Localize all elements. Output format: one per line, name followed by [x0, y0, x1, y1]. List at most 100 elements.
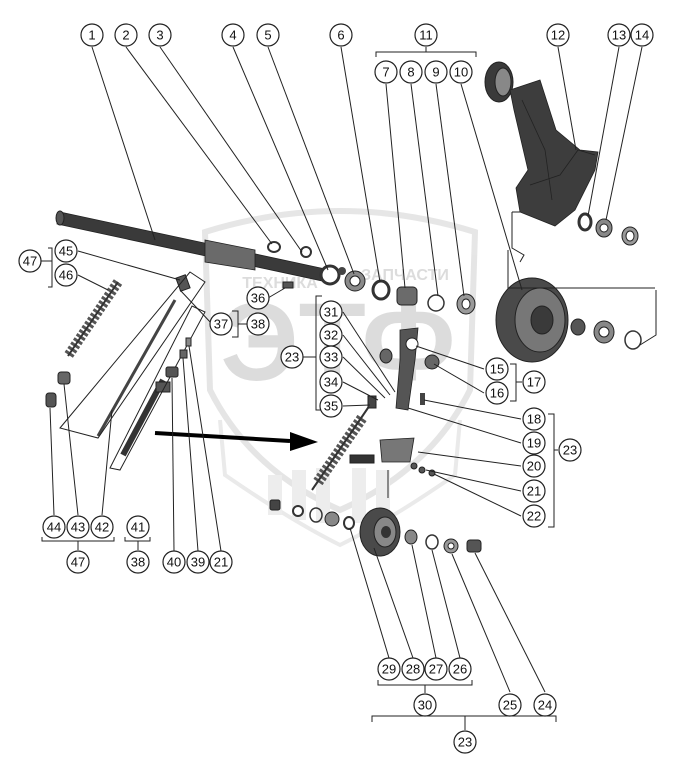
svg-text:43: 43: [71, 520, 85, 535]
svg-text:39: 39: [191, 555, 205, 570]
bracket-link: [511, 211, 525, 263]
callout-47-bottom: 47: [66, 550, 90, 574]
pin-part: [185, 337, 192, 347]
svg-text:30: 30: [418, 698, 432, 713]
svg-text:46: 46: [59, 268, 73, 283]
callout-8: 8: [399, 60, 423, 84]
nut-part: [338, 267, 346, 275]
nut-part: [367, 395, 377, 409]
sleeve-part: [396, 286, 418, 306]
svg-text:21: 21: [527, 484, 541, 499]
callout-7: 7: [374, 60, 398, 84]
bracket-link: [639, 290, 657, 346]
bearing-part: [324, 511, 340, 527]
circlip-part: [427, 294, 445, 312]
bearing-part: [570, 318, 586, 336]
circlip-part: [425, 534, 439, 550]
callout-24: 24: [533, 693, 557, 717]
callout-40: 40: [162, 550, 186, 574]
svg-text:47: 47: [71, 555, 85, 570]
svg-text:23: 23: [458, 735, 472, 750]
bracket-box: [109, 305, 206, 471]
svg-text:28: 28: [406, 662, 420, 677]
rod-part: [96, 299, 177, 437]
bracket-box: [59, 271, 206, 439]
callout-33: 33: [319, 345, 343, 369]
leader-lines: [40, 46, 643, 730]
svg-text:4: 4: [229, 28, 236, 43]
washer-part: [267, 241, 281, 253]
pin-part: [420, 393, 425, 405]
svg-text:2: 2: [122, 28, 129, 43]
direction-arrow: [154, 431, 291, 443]
callout-38-bottom: 38: [126, 550, 150, 574]
bracket-part: [379, 437, 415, 463]
callout-37: 37: [209, 312, 233, 336]
svg-text:33: 33: [324, 350, 338, 365]
callout-39: 39: [186, 550, 210, 574]
callout-21-right: 21: [522, 479, 546, 503]
bushing-part: [379, 348, 393, 364]
svg-text:9: 9: [432, 65, 439, 80]
callout-15: 15: [485, 357, 509, 381]
bushing-part: [577, 212, 593, 232]
washer-part: [300, 246, 312, 258]
washer-part: [410, 462, 418, 470]
nut-part: [269, 499, 281, 511]
svg-text:10: 10: [454, 65, 468, 80]
callout-5: 5: [256, 23, 280, 47]
callout-47-top: 47: [18, 249, 42, 273]
callout-45: 45: [54, 239, 78, 263]
callout-22: 22: [522, 504, 546, 528]
washer-part: [179, 349, 188, 359]
callout-28: 28: [401, 657, 425, 681]
callout-31: 31: [319, 300, 343, 324]
svg-text:23: 23: [285, 350, 299, 365]
svg-text:8: 8: [407, 65, 414, 80]
callout-3: 3: [148, 23, 172, 47]
callout-17: 17: [522, 370, 546, 394]
callout-32: 32: [319, 323, 343, 347]
svg-text:6: 6: [337, 28, 344, 43]
spring-seat-part: [175, 274, 191, 292]
pin-part: [282, 281, 294, 289]
svg-text:15: 15: [490, 362, 504, 377]
callout-34: 34: [319, 370, 343, 394]
svg-text:37: 37: [214, 317, 228, 332]
callout-group: 1 2 3 4 5 6 11 7 8 9 10 12 13 14 47 45 4…: [18, 23, 654, 754]
svg-text:16: 16: [490, 386, 504, 401]
svg-text:38: 38: [131, 555, 145, 570]
svg-text:41: 41: [131, 520, 145, 535]
svg-text:17: 17: [527, 375, 541, 390]
svg-text:25: 25: [503, 698, 517, 713]
svg-text:14: 14: [635, 28, 649, 43]
svg-text:32: 32: [324, 328, 338, 343]
svg-text:18: 18: [527, 412, 541, 427]
callout-35: 35: [319, 394, 343, 418]
svg-text:34: 34: [324, 375, 338, 390]
svg-text:3: 3: [156, 28, 163, 43]
callout-43: 43: [66, 515, 90, 539]
callout-23-bottom: 23: [453, 730, 477, 754]
callout-1: 1: [80, 23, 104, 47]
svg-text:27: 27: [429, 662, 443, 677]
callout-42: 42: [90, 515, 114, 539]
svg-text:12: 12: [551, 28, 565, 43]
svg-text:45: 45: [59, 244, 73, 259]
bearing-part: [404, 529, 418, 545]
callout-19: 19: [522, 431, 546, 455]
svg-text:36: 36: [251, 291, 265, 306]
bolt-part: [349, 454, 375, 464]
callout-29: 29: [377, 657, 401, 681]
callout-26: 26: [448, 657, 472, 681]
svg-text:19: 19: [527, 436, 541, 451]
bushing-part: [319, 264, 341, 286]
svg-text:31: 31: [324, 305, 338, 320]
callout-27: 27: [424, 657, 448, 681]
svg-text:38: 38: [251, 317, 265, 332]
axle-bracket-part: [204, 239, 256, 271]
svg-text:42: 42: [95, 520, 109, 535]
washer-part: [292, 505, 304, 517]
svg-text:35: 35: [324, 399, 338, 414]
